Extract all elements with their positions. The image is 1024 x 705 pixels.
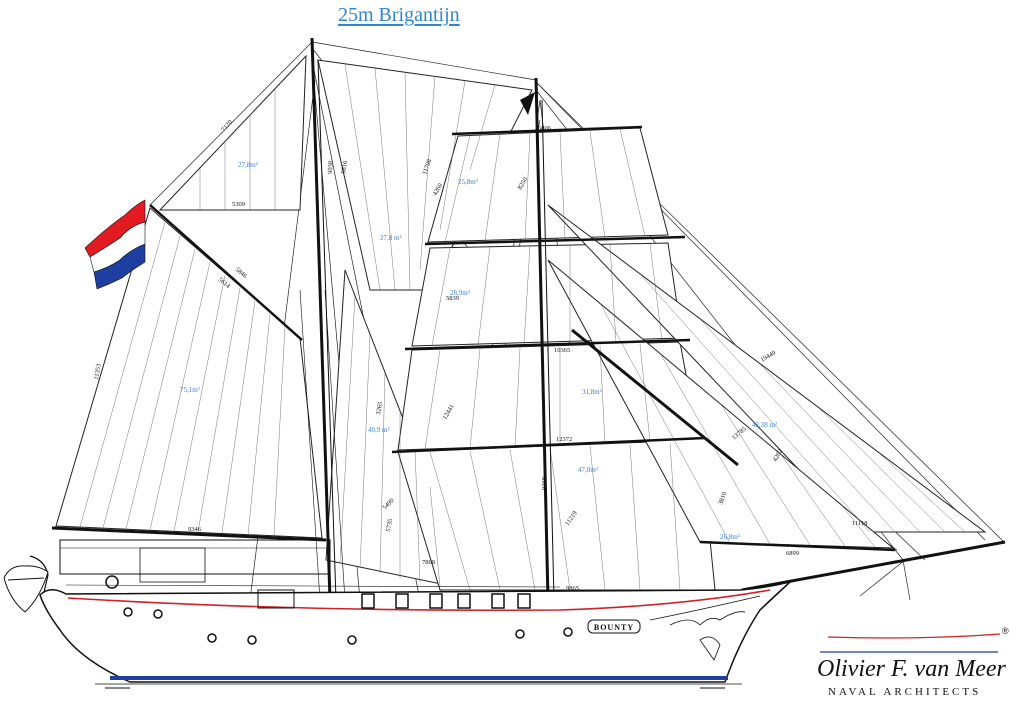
dim-9038: 9038 [327, 161, 334, 174]
dim-9865: 9865 [566, 585, 579, 592]
sail-area-outer-jib: 42,38 m² [752, 421, 777, 429]
dim-7120: 7120 [220, 119, 234, 133]
tender-dinghy [3, 565, 49, 613]
dim-9368: 9368 [541, 477, 548, 490]
sail-area-labels: 27,8m² 75,1m² 27,8 m² 40,9 m² 25,8m² 28,… [180, 161, 777, 541]
sail-area-lower-staysail: 40,9 m² [368, 426, 390, 434]
dim-6899: 6899 [786, 550, 799, 557]
outer-jib [547, 204, 987, 533]
dim-6806: 6806 [538, 125, 552, 132]
brand-lines [820, 633, 1001, 653]
main-boom [51, 526, 327, 542]
fore-mast [534, 77, 550, 601]
gaff [149, 204, 303, 341]
dim-5309: 5309 [232, 201, 245, 208]
spars [51, 37, 1006, 601]
gaff-topsail [158, 54, 307, 211]
brand-subtitle: NAVAL ARCHITECTS [828, 686, 982, 698]
dim-19449: 19449 [760, 350, 778, 364]
dim-5846: 5846 [234, 266, 249, 280]
sheer-line [67, 589, 771, 612]
royal-yard [451, 125, 643, 136]
sail-area-fore-royal: 25,8m² [458, 178, 478, 186]
dim-5735: 5735 [385, 518, 394, 532]
dim-10365: 10365 [554, 347, 570, 354]
dim-3265: 3265 [375, 401, 384, 415]
dim-3810: 3810 [717, 491, 728, 506]
page-title: 25m Brigantijn [338, 4, 460, 26]
masthead-pennant [520, 92, 535, 115]
sail-area-fore-course: 47,0m² [578, 466, 598, 474]
ship-name-plate: BOUNTY [594, 623, 634, 632]
dim-9816: 9816 [340, 160, 349, 175]
sail-area-main-staysail: 27,8 m² [380, 234, 402, 242]
sail-area-fore-staysail: 26,8m² [720, 533, 740, 541]
dim-11118: 11118 [852, 520, 868, 527]
hull: BOUNTY [29, 539, 793, 689]
main-mast [310, 37, 332, 601]
dim-7808: 7808 [422, 559, 435, 566]
dim-9346: 9346 [188, 526, 202, 533]
sail-seams [79, 63, 966, 591]
sail-area-fore-upper-topsail: 31,8m² [582, 388, 602, 396]
upper-topsail-yard [404, 338, 691, 351]
lower-topsail-yard [391, 436, 706, 454]
sail-area-gaff-topsail: 27,8m² [238, 161, 258, 169]
bowsprit [741, 540, 1006, 592]
dim-11353: 11353 [93, 363, 103, 380]
brand-name: Olivier F. van Meer [817, 656, 1006, 682]
topgallant-yard [424, 235, 686, 246]
dim-12372: 12372 [556, 436, 572, 443]
hull-body [39, 580, 793, 683]
sail-area-fore-topgallant: 28,9m² [450, 289, 470, 297]
fore-royal [427, 127, 669, 243]
registered-mark: ® [1002, 626, 1009, 636]
dutch-flag [84, 199, 146, 290]
sail-area-mainsail: 75,1m² [180, 386, 200, 394]
dim-5839: 5839 [446, 295, 459, 302]
